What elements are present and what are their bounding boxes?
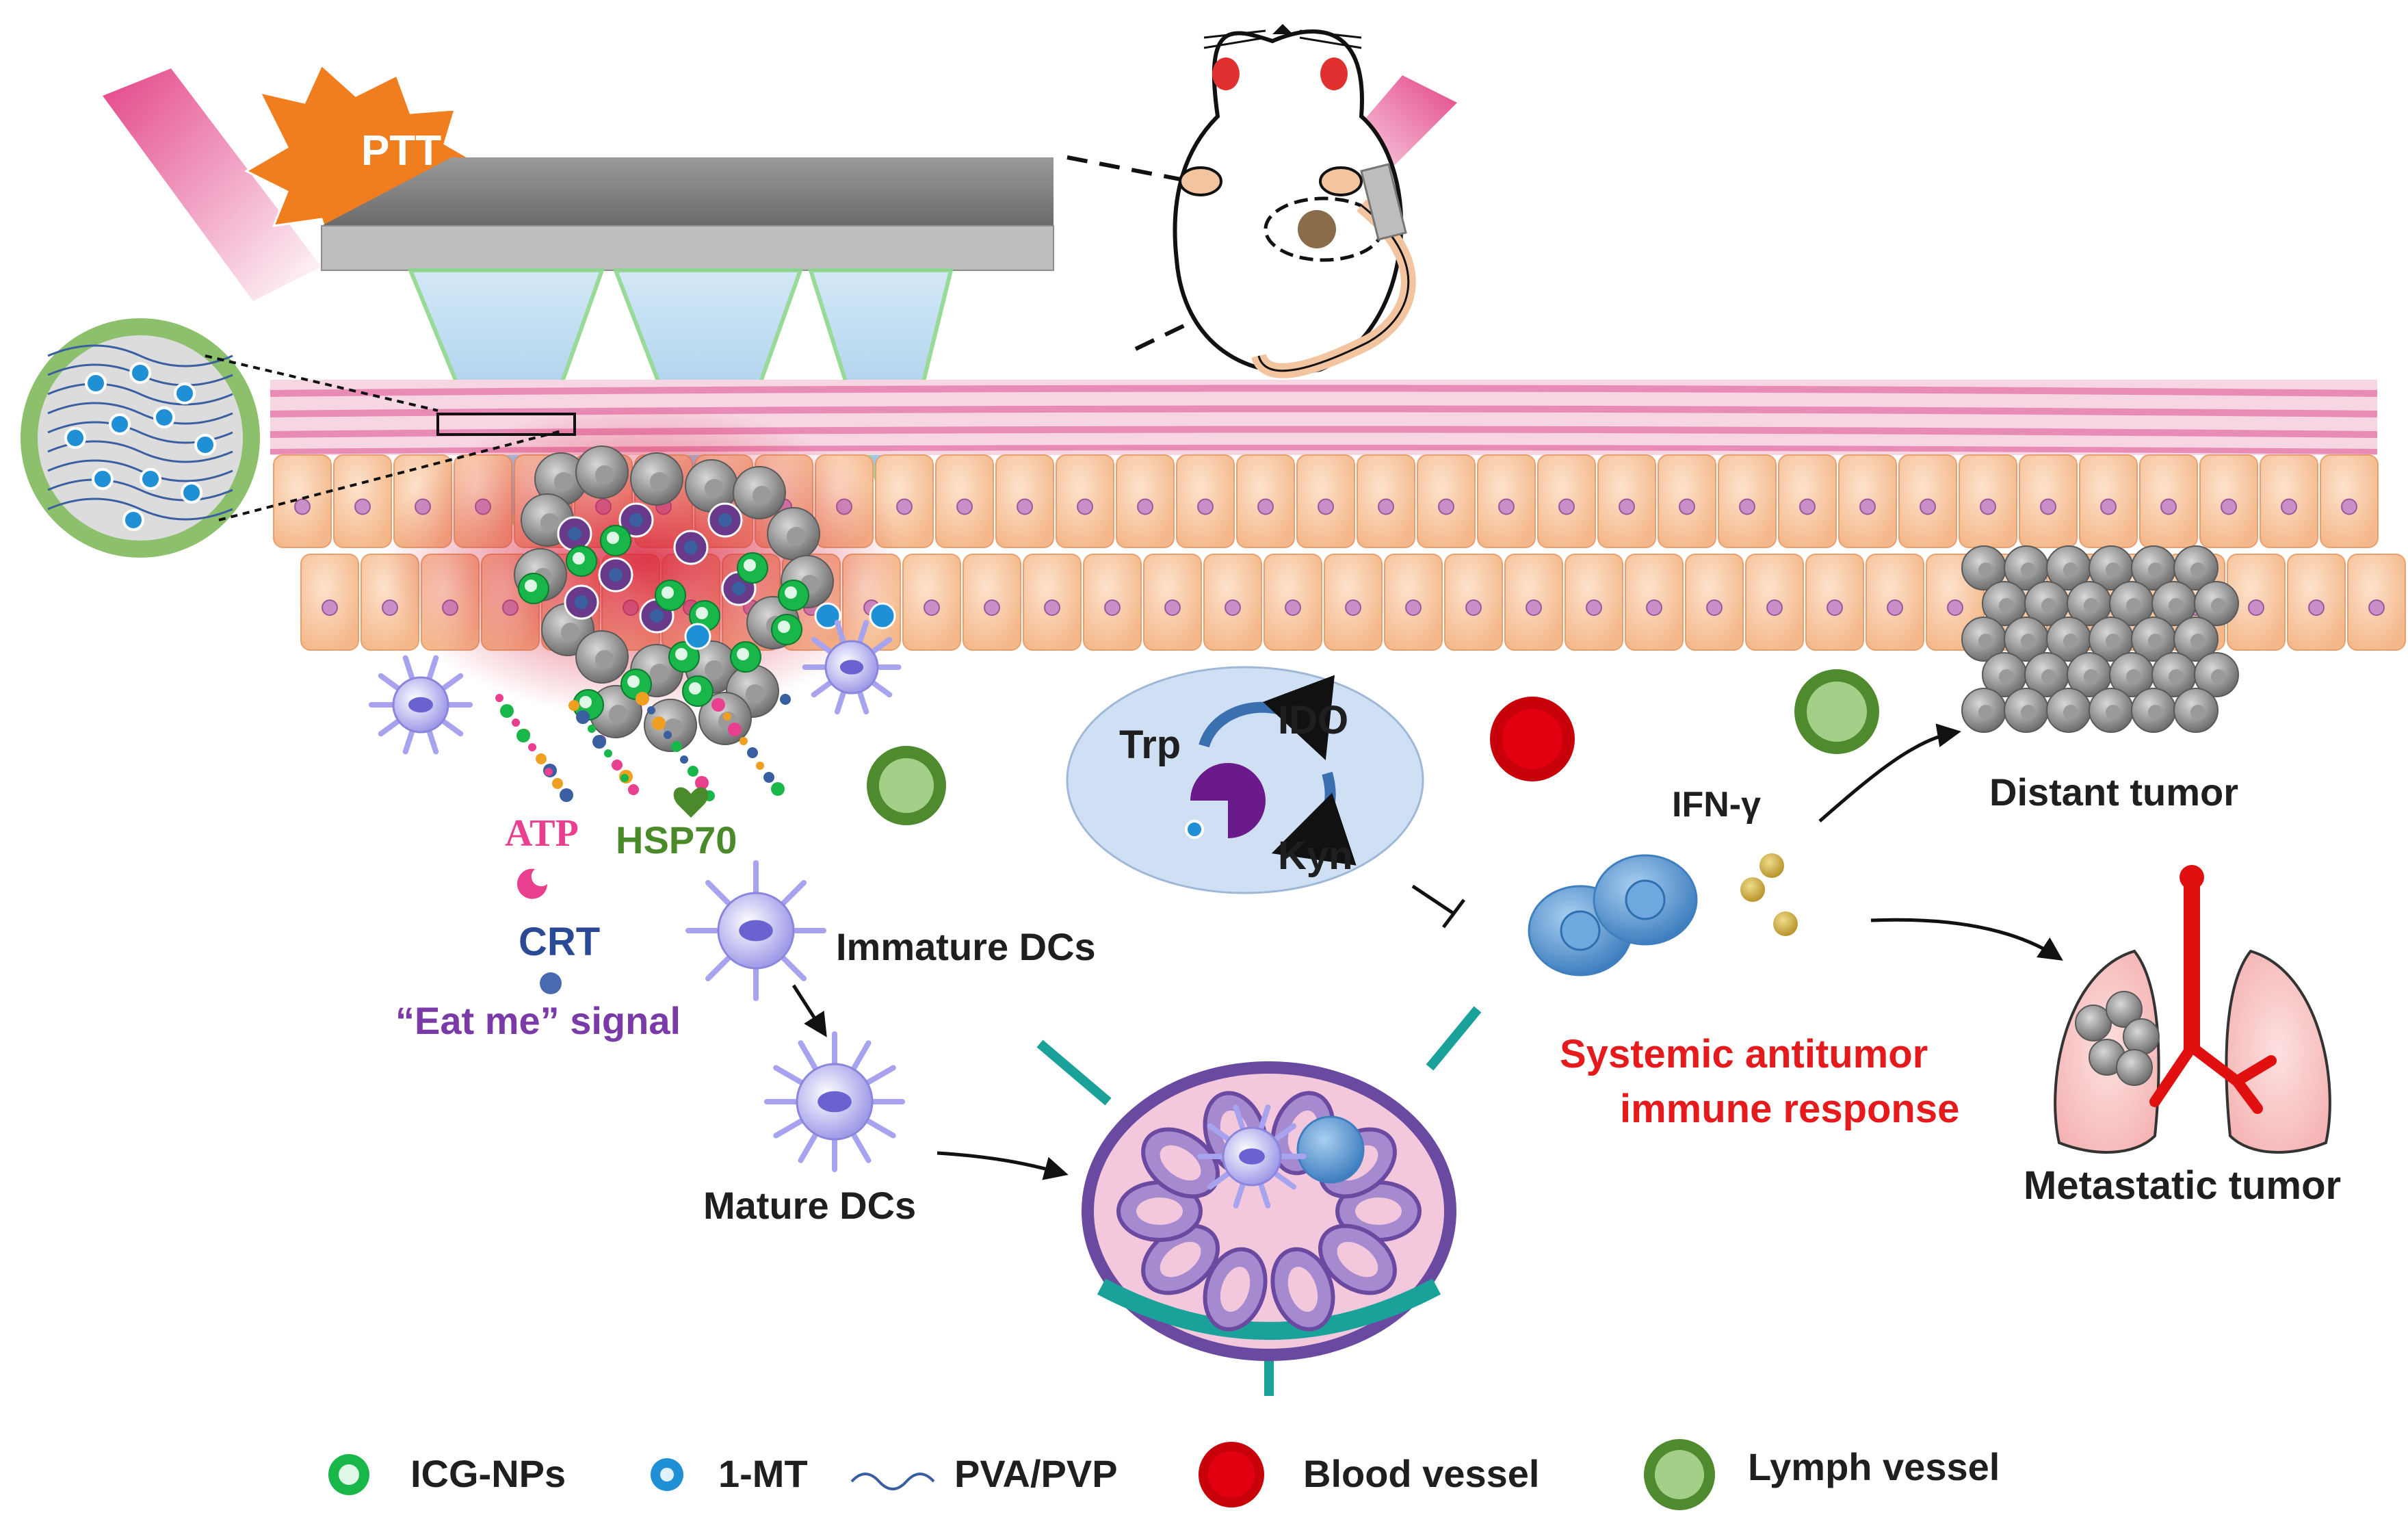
mouse-illustration xyxy=(1173,24,1416,378)
lymph-node xyxy=(1036,1006,1482,1396)
legend-blood-vessel-swatch xyxy=(1199,1442,1264,1507)
crt-label: CRT xyxy=(519,920,601,964)
atp-label: ATP xyxy=(505,812,579,855)
dendritic-cell xyxy=(802,619,902,715)
systemic-response-label-line2: immune response xyxy=(1620,1087,1960,1131)
legend-markers xyxy=(328,1439,1715,1510)
legend-blood-vessel-label: Blood vessel xyxy=(1303,1452,1540,1495)
metastatic-nodules xyxy=(2075,991,2160,1086)
laser-beam-left xyxy=(103,68,322,301)
tissue-cells xyxy=(273,454,2406,651)
blood-vessel-middle xyxy=(1490,697,1575,781)
ifn-gamma-label: IFN-γ xyxy=(1672,785,1761,825)
dendritic-cell xyxy=(1197,1104,1307,1208)
hydrogel-magnified xyxy=(21,318,576,558)
released-damps xyxy=(495,692,791,994)
legend-icg-nps-label: ICG-NPs xyxy=(410,1452,566,1495)
legend-icg-nps-swatch xyxy=(328,1454,369,1495)
lymph-vessel-left xyxy=(867,746,946,825)
dendritic-cells xyxy=(369,619,1307,1208)
t-cells xyxy=(1528,854,1698,976)
legend-pva-pvp-label: PVA/PVP xyxy=(954,1452,1118,1495)
legend-pva-pvp-swatch xyxy=(850,1473,935,1490)
eat-me-signal-label: “Eat me” signal xyxy=(395,999,681,1042)
dendritic-cell xyxy=(764,1031,905,1172)
systemic-response-label-line1: Systemic antitumor xyxy=(1560,1032,1928,1076)
legend-1mt-label: 1-MT xyxy=(718,1452,808,1495)
ptt-label: PTT xyxy=(361,127,442,174)
dendritic-cell xyxy=(369,655,473,755)
distant-tumor-cluster xyxy=(1961,545,2239,733)
primary-tumor xyxy=(514,445,896,752)
trp-label: Trp xyxy=(1119,723,1181,767)
lymph-vessel-right xyxy=(1794,669,1879,754)
legend-1mt-swatch xyxy=(651,1458,683,1491)
kyn-label: Kyn xyxy=(1278,833,1353,878)
dendritic-cell xyxy=(685,860,826,1001)
immature-dcs-label: Immature DCs xyxy=(836,925,1096,968)
microneedle-patch-front xyxy=(321,225,1054,271)
legend-lymph-vessel-swatch xyxy=(1644,1439,1715,1510)
mature-dcs-label: Mature DCs xyxy=(703,1184,917,1227)
ido-pathway xyxy=(1066,666,1465,929)
distant-tumor-label: Distant tumor xyxy=(1989,771,2238,814)
metastatic-tumor-label: Metastatic tumor xyxy=(2024,1163,2342,1208)
ifn-gamma-molecules xyxy=(1740,853,1798,936)
legend-lymph-vessel-label: Lymph vessel xyxy=(1748,1445,2000,1488)
microneedle-patch-top xyxy=(322,157,1054,226)
hsp70-label: HSP70 xyxy=(616,818,737,862)
ido-label: IDO xyxy=(1278,698,1349,742)
